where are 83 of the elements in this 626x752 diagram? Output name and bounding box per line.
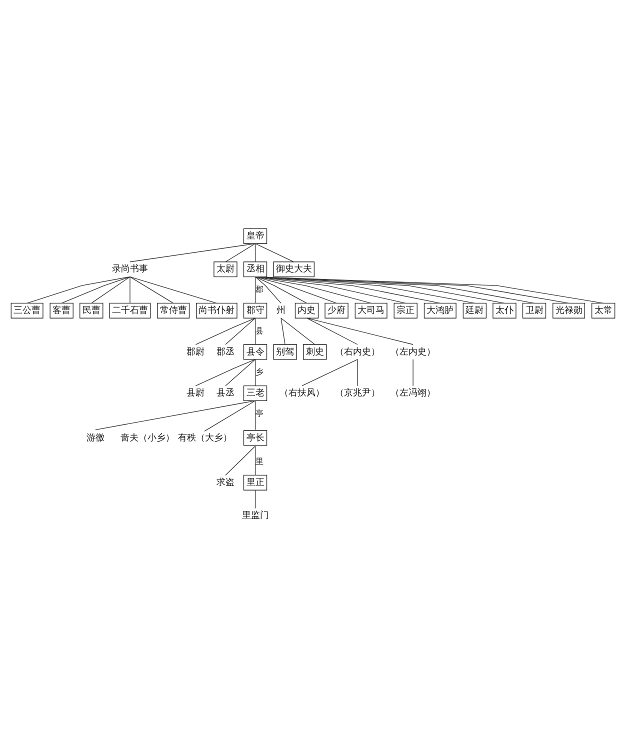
connector: [130, 276, 174, 304]
node-box: 大司马: [354, 302, 388, 318]
node-box: 客曹: [50, 302, 74, 318]
connector: [254, 276, 372, 304]
node-text: （京兆尹）: [335, 388, 380, 399]
connector: [195, 318, 256, 345]
node-box: 常侍曹: [157, 302, 190, 318]
connector: [254, 318, 256, 345]
node-text: （右内史）: [335, 347, 380, 358]
node-box: 民曹: [80, 302, 104, 318]
node-box: 丞相: [243, 262, 268, 278]
connector: [130, 276, 217, 304]
node-box: 太常: [592, 302, 616, 318]
node-box: 少府: [324, 302, 348, 318]
connector: [306, 318, 414, 345]
node-box: 县令: [243, 344, 268, 360]
connector: [91, 276, 130, 304]
node-box: 卫尉: [522, 302, 546, 318]
node-text: （左内史）: [390, 347, 436, 358]
node-box: 亭长: [243, 430, 268, 446]
node-box: 三老: [243, 385, 268, 402]
node-text: 郡尉: [186, 347, 205, 358]
edge-label: 亭: [256, 408, 264, 418]
connector: [254, 243, 294, 262]
connector: [61, 276, 130, 304]
connector: [225, 359, 256, 386]
node-box: 内史: [294, 302, 319, 318]
connector: [412, 359, 414, 386]
node-box: 御史大夫: [273, 262, 315, 278]
node-text: 郡丞: [216, 347, 234, 358]
node-text: 县尉: [186, 388, 205, 399]
connector: [357, 359, 358, 386]
node-text: 里监门: [242, 511, 269, 522]
connector: [280, 318, 286, 345]
connector: [26, 276, 130, 304]
node-box: 郡守: [243, 302, 268, 318]
connector: [130, 243, 256, 262]
node-box: 大鸿胪: [424, 302, 456, 318]
connector: [302, 359, 358, 386]
connector: [204, 400, 256, 432]
connector: [280, 318, 316, 345]
connector: [254, 276, 282, 304]
node-text: 录尚书事: [112, 264, 148, 275]
node-box: 刺史: [303, 344, 327, 360]
edge-label: 郡: [256, 284, 264, 294]
edge-label: 县: [256, 325, 264, 336]
connector: [254, 276, 440, 304]
connector: [195, 359, 256, 386]
connector: [254, 400, 256, 430]
node-text: 求盗: [216, 478, 234, 488]
connector: [306, 318, 358, 345]
edge-label: 里: [256, 456, 264, 466]
connector: [254, 276, 256, 304]
node-box: 廷尉: [462, 302, 487, 318]
node-box: 别驾: [273, 344, 297, 360]
node-box: 三公曹: [10, 302, 44, 318]
node-box: 二千石曹: [109, 302, 151, 318]
node-text: 游徼: [86, 433, 104, 444]
node-box: 太仆: [492, 302, 516, 318]
node-box: 皇帝: [243, 228, 268, 244]
node-text: 有秩（大乡）: [178, 433, 232, 444]
connector: [225, 446, 256, 476]
edge-label: 乡: [256, 366, 264, 377]
connector: [225, 243, 256, 262]
connector: [254, 446, 256, 476]
connector: [254, 276, 337, 304]
node-text: 县丞: [216, 388, 234, 399]
node-box: 光禄勋: [552, 302, 586, 318]
node-text: （右扶风）: [279, 388, 324, 399]
node-label: 啬夫（小乡）: [120, 433, 175, 444]
node-box: 尚书仆射: [196, 302, 238, 318]
connector: [95, 400, 256, 430]
connector: [254, 359, 256, 386]
node-box: 宗正: [394, 302, 418, 318]
node-text: （左冯翊）: [390, 388, 436, 399]
node-box: 里正: [243, 474, 268, 490]
connector: [254, 276, 406, 304]
node-box: 太尉: [214, 262, 238, 278]
connector: [254, 490, 256, 509]
node-text: 州: [276, 306, 286, 316]
connector: [254, 276, 308, 304]
connector: [225, 318, 256, 345]
connector: [254, 243, 256, 262]
